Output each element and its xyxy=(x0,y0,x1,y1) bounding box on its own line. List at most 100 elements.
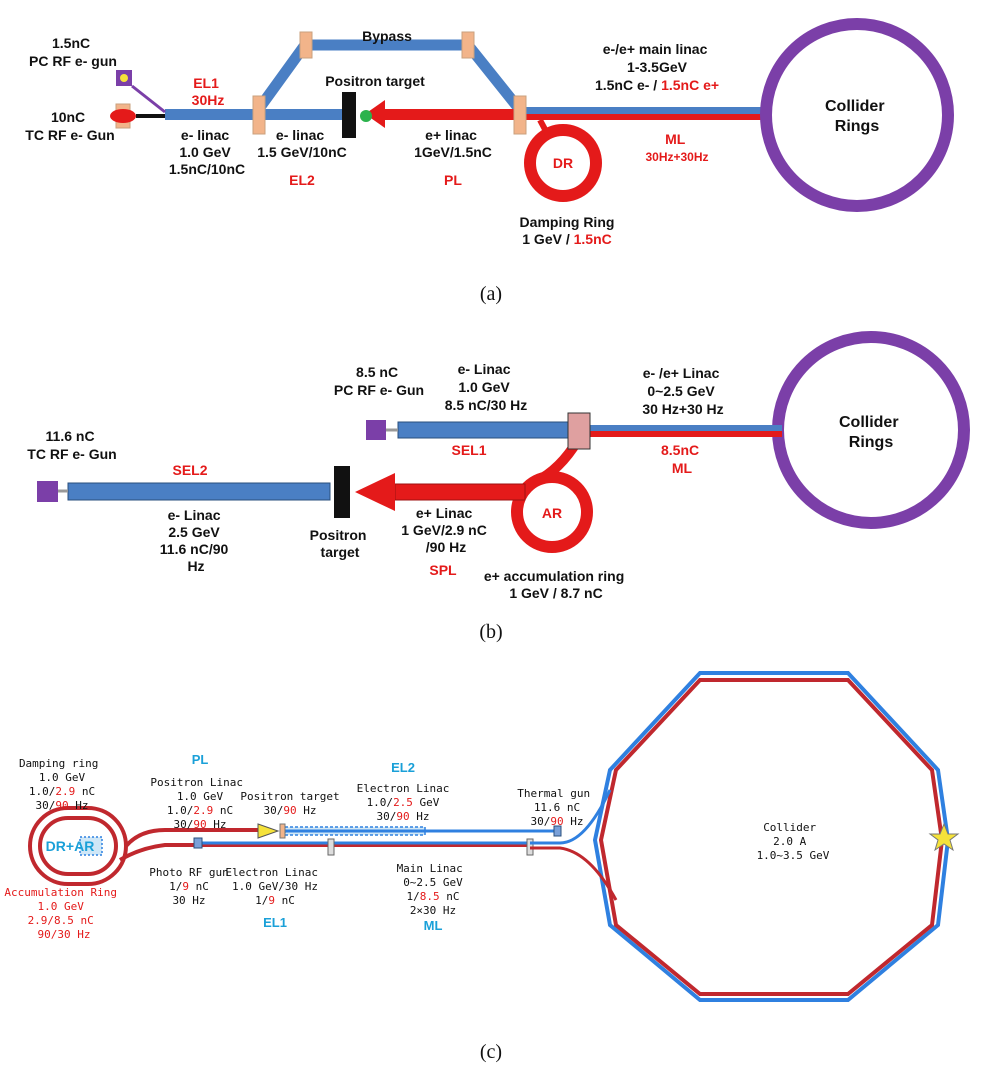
sel1-label: SEL1 xyxy=(451,442,486,458)
photo-gun-c-rate: 30 Hz xyxy=(172,894,205,907)
bpm-box xyxy=(252,95,266,135)
acc-ring-c-label: Accumulation Ring 1.0 GeV 2.9/8.5 nC 90/… xyxy=(4,886,123,941)
pc-gun-b-icon xyxy=(366,420,386,440)
collider-label-b: Collider Rings xyxy=(839,414,903,451)
electron-linac2-c-rate: 30/90 Hz xyxy=(377,810,430,823)
ar-box xyxy=(79,836,103,856)
tc-gun-icon xyxy=(110,109,136,123)
main-linac-p xyxy=(520,114,770,120)
ml-p-to-collider xyxy=(530,846,618,901)
bypass-line xyxy=(253,39,525,114)
bpm-box xyxy=(461,31,475,59)
positron-target-c-label: Positron target xyxy=(240,790,339,803)
damping-ring-a xyxy=(524,124,602,202)
caption-b: (b) xyxy=(479,621,502,643)
panel-c: Damping ring 1.0 GeV 1.0/2.9 nC 30/90 Hz… xyxy=(4,671,960,1063)
tc-gun-b-icon xyxy=(37,481,58,502)
thermal-gun-c-label: Thermal gun 11.6 nC xyxy=(517,787,596,814)
photo-gun-c-label: Photo RF gun xyxy=(149,866,228,879)
pc-gun-label: 1.5nC PC RF e- gun xyxy=(29,35,117,69)
main-linac-label: e-/e+ main linac 1-3.5GeV xyxy=(603,41,712,75)
collision-star-icon xyxy=(928,822,960,852)
sel2-linac xyxy=(67,482,331,501)
main-linac-charge: 1.5nC e- / 1.5nC e+ xyxy=(595,77,719,93)
positron-target-c-rate: 30/90 Hz xyxy=(264,804,317,817)
spl-linac xyxy=(394,483,526,501)
collider-c-label: Collider 2.0 A 1.0~3.5 GeV xyxy=(757,821,830,862)
positron-target-a xyxy=(342,92,356,138)
pl-line xyxy=(124,828,260,848)
tc-gun-b-label: 11.6 nC TC RF e- Gun xyxy=(27,428,116,462)
ml-e-b xyxy=(590,425,782,431)
e-linac1-label: e- linac 1.0 GeV 1.5nC/10nC xyxy=(169,127,245,177)
damping-ring-c-charge: 1.0/2.9 nC xyxy=(29,785,95,798)
bpm-box xyxy=(299,31,313,59)
acc-ring-b-label: e+ accumulation ring 1 GeV / 8.7 nC xyxy=(484,568,628,601)
pc-gun-b-label: 8.5 nC PC RF e- Gun xyxy=(334,364,424,398)
main-linac-e xyxy=(520,107,770,114)
positron-linac-c-label: Positron Linac 1.0 GeV xyxy=(150,776,249,803)
ml-c-label: ML xyxy=(424,918,443,933)
sel1-linac xyxy=(397,421,569,439)
collider-ring-a xyxy=(760,18,954,212)
e-linac2-b-label: e- Linac 2.5 GeV 11.6 nC/90 Hz xyxy=(160,507,232,574)
dr-link xyxy=(537,118,551,137)
positron-horn xyxy=(365,100,385,128)
photo-gun-c-charge: 1/9 nC xyxy=(169,880,209,893)
positron-target-b-label: Positron target xyxy=(310,527,371,560)
damping-ring-c-label: Damping ring 1.0 GeV xyxy=(19,757,105,784)
dr-label: DR xyxy=(553,155,573,171)
electron-linac2-c-energy: 1.0/2.5 GeV xyxy=(367,796,440,809)
caption-c: (c) xyxy=(480,1041,502,1063)
junction-box xyxy=(567,412,591,450)
damping-ring-spec: 1 GeV / 1.5nC xyxy=(522,231,611,247)
caption-a: (a) xyxy=(480,283,502,305)
thermal-gun-c-rate: 30/90 Hz xyxy=(531,815,584,828)
thermal-gun-icon xyxy=(553,825,562,837)
bypass-label: Bypass xyxy=(362,28,412,44)
pl-c-label: PL xyxy=(192,752,209,767)
spl-horn xyxy=(355,473,395,511)
dr-ar-inner-ring xyxy=(38,816,118,876)
positron-linac-c-rate: 30/90 Hz xyxy=(174,818,227,831)
e-linac1-b-label: e- Linac 1.0 GeV 8.5 nC/30 Hz xyxy=(445,361,527,413)
damping-ring-c-rate: 30/90 Hz xyxy=(36,799,89,812)
valve-c xyxy=(327,838,335,856)
ml-p-b xyxy=(590,431,782,437)
main-linac-c-charge: 1/8.5 nC xyxy=(407,890,460,903)
el1-label: EL1 30Hz xyxy=(192,75,225,108)
p-linac-label: e+ linac 1GeV/1.5nC xyxy=(414,127,492,160)
positron-target-b xyxy=(334,466,350,518)
ar-label: AR xyxy=(542,505,562,521)
e-plus-linac xyxy=(385,109,520,120)
el2-c-label: EL2 xyxy=(391,760,415,775)
positron-target-label: Positron target xyxy=(325,73,425,89)
collider-ring-c-p xyxy=(598,678,945,996)
pc-gun-star-icon xyxy=(120,74,128,82)
dr-return-line xyxy=(118,843,530,862)
target-flange xyxy=(279,823,286,839)
collider-ring-c-e xyxy=(592,671,951,1002)
pc-gun-feed xyxy=(131,84,166,114)
panel-a: 1.5nC PC RF e- gun 10nC TC RF e- Gun EL1… xyxy=(25,18,954,305)
photo-gun-icon xyxy=(193,837,203,849)
main-linac-c-label: Main Linac 0~2.5 GeV xyxy=(397,862,470,889)
ml-label-a: ML 30Hz+30Hz xyxy=(645,131,708,164)
positron-linac-c-charge: 1.0/2.9 nC xyxy=(167,804,233,817)
ml-b-label: 8.5nC ML xyxy=(661,442,703,476)
collider-label-a: Collider Rings xyxy=(825,98,889,135)
electron-linac1-c-label: Electron Linac 1.0 GeV/30 Hz xyxy=(225,866,324,893)
tc-gun-label: 10nC TC RF e- Gun xyxy=(25,109,114,143)
spl-label: SPL xyxy=(429,562,457,578)
electron-linac2-c-label: Electron Linac xyxy=(357,782,450,795)
p-linac-b-label: e+ Linac 1 GeV/2.9 nC /90 Hz xyxy=(401,505,490,555)
el2-label: EL2 xyxy=(289,172,315,188)
pl-label: PL xyxy=(444,172,462,188)
electron-linac1-c-charge: 1/9 nC xyxy=(255,894,295,907)
main-linac-c-rate: 2×30 Hz xyxy=(410,904,456,917)
sel2-label: SEL2 xyxy=(172,462,207,478)
main-linac-b-label: e- /e+ Linac 0~2.5 GeV 30 Hz+30 Hz xyxy=(642,365,723,417)
e-linac2-label: e- linac 1.5 GeV/10nC xyxy=(257,127,347,160)
ml-e-to-collider xyxy=(530,789,612,845)
